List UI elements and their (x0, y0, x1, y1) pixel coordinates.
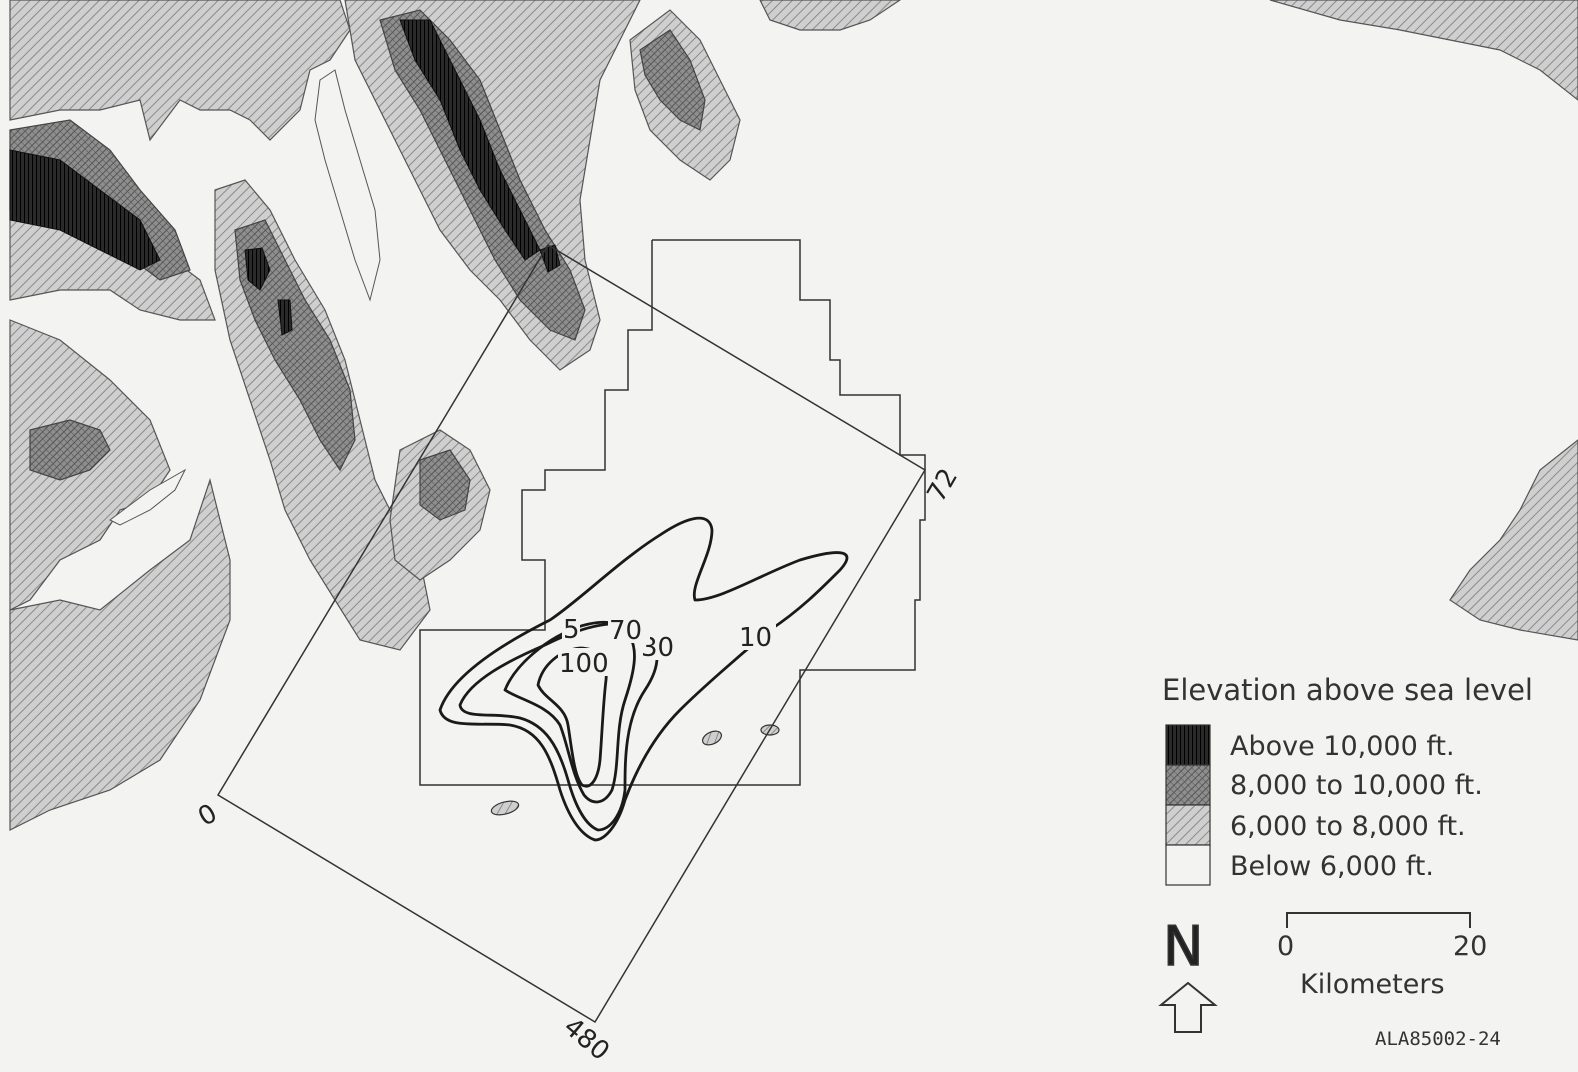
below-6000-patches (109, 69, 381, 526)
legend-swatch-below-6000 (1165, 844, 1211, 886)
contour-30 (458, 622, 659, 832)
legend: Elevation above sea level Above 10,000 f… (1162, 673, 1533, 886)
contour-labels: 5 10 30 70 100 (558, 615, 776, 679)
legend-swatch-above-10000 (1165, 724, 1211, 766)
scale-unit: Kilometers (1300, 969, 1445, 1000)
contour-10 (438, 516, 849, 842)
north-arrow-icon (1158, 981, 1218, 1033)
legend-label-8000-10000: 8,000 to 10,000 ft. (1230, 770, 1483, 801)
legend-label-above-10000: Above 10,000 ft. (1230, 731, 1455, 762)
north-arrow: N (1158, 914, 1218, 1033)
contour-label-10: 10 (739, 623, 772, 653)
legend-swatch-6000-8000 (1165, 804, 1211, 846)
legend-swatch-8000-10000 (1165, 764, 1211, 806)
contour-label-100: 100 (559, 649, 609, 679)
legend-label-6000-8000: 6,000 to 8,000 ft. (1230, 811, 1466, 842)
contour-label-70: 70 (609, 616, 642, 646)
figure-code: ALA85002-24 (1375, 1028, 1501, 1050)
grid-frame (216, 243, 927, 1024)
legend-title: Elevation above sea level (1162, 673, 1533, 707)
scale-bar-line (1286, 912, 1471, 928)
legend-label-below-6000: Below 6,000 ft. (1230, 851, 1434, 882)
scale-label-start: 0 (1277, 931, 1294, 962)
study-area-boundary (419, 239, 926, 786)
terrain-blobs (490, 724, 780, 816)
scale-label-end: 20 (1453, 931, 1487, 962)
contour-label-5: 5 (563, 615, 580, 645)
north-letter: N (1163, 915, 1203, 978)
scale-bar: 0 20 Kilometers (1277, 912, 1487, 1000)
terrain-above-10000 (9, 19, 561, 336)
